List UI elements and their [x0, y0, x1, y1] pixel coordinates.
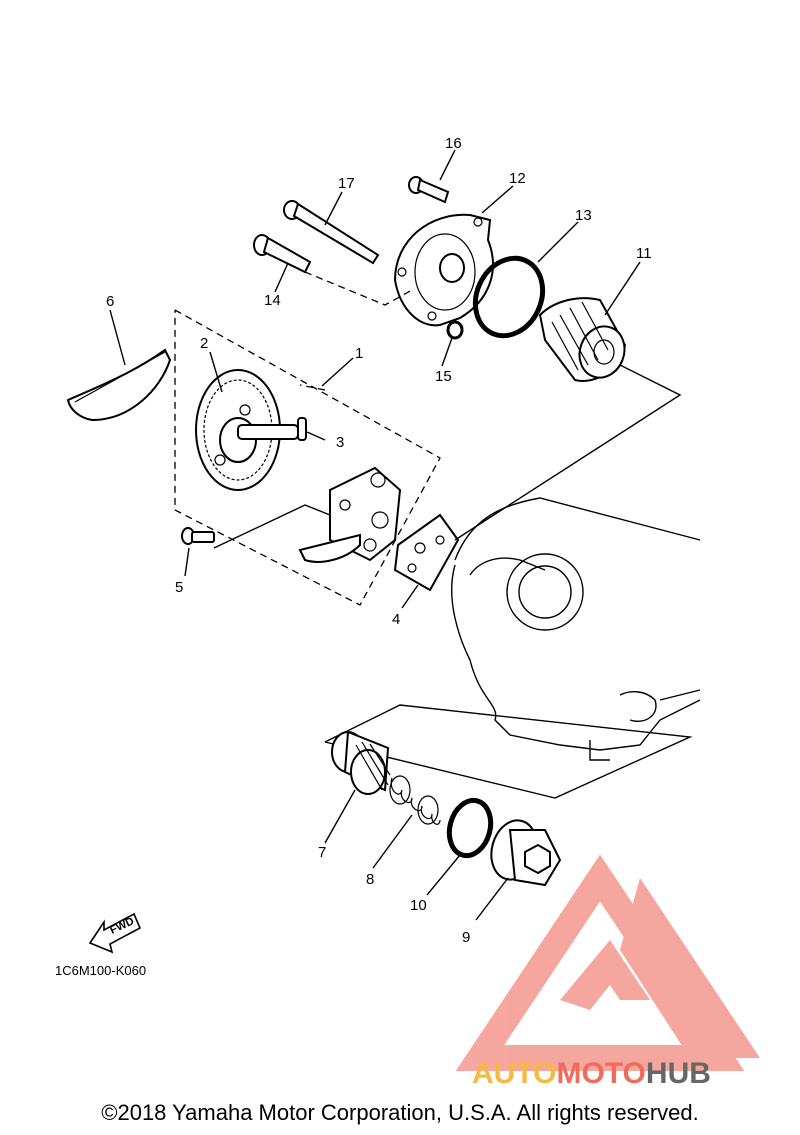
- part-11-oil-filter: [538, 297, 627, 382]
- callout-numbers: 1 2 3 4 5 6 7 8 9 10 11 12 13 14 15 16 1…: [106, 135, 652, 946]
- callout-13: 13: [575, 207, 592, 224]
- part-12-filter-cover: [393, 213, 494, 327]
- callout-11: 11: [636, 245, 652, 262]
- watermark-part-3: HUB: [646, 1057, 711, 1090]
- callout-2: 2: [200, 335, 208, 352]
- part-6-cover: [66, 348, 172, 422]
- watermark-text: AUTOMOTOHUB: [472, 1057, 711, 1090]
- watermark-part-2: MOTO: [556, 1057, 645, 1090]
- callout-15: 15: [435, 368, 452, 385]
- leader-lines: [109, 149, 682, 921]
- part-16-bolt: [408, 176, 450, 204]
- crankcase-outline: [451, 497, 701, 761]
- assembly-bracket: [174, 309, 441, 606]
- part-10-o-ring: [446, 797, 494, 859]
- callout-10: 10: [410, 897, 427, 914]
- part-13-o-ring: [472, 255, 546, 339]
- callout-16: 16: [445, 135, 462, 152]
- part-15-small-o-ring: [446, 320, 464, 340]
- watermark-part-1: AUTO: [472, 1057, 556, 1090]
- bracket-leader-1: [299, 384, 326, 391]
- part-17-long-bolt: [283, 200, 380, 265]
- oil-pump-body: [298, 466, 402, 563]
- part-5-bolt: [181, 527, 215, 545]
- part-9-drain-plug: [490, 819, 562, 887]
- part-2-gear: [195, 369, 299, 491]
- callout-4: 4: [392, 611, 400, 628]
- callout-1: 1: [355, 345, 363, 362]
- callout-6: 6: [106, 293, 114, 310]
- copyright-notice: ©2018 Yamaha Motor Corporation, U.S.A. A…: [101, 1100, 699, 1125]
- part-3-pin: [297, 417, 307, 441]
- diagram-code: 1C6M100-K060: [55, 963, 146, 978]
- part-7-strainer: [331, 730, 391, 795]
- fwd-arrow-icon: FWD: [88, 912, 142, 954]
- part-8-spring: [389, 775, 441, 825]
- watermark-logo-icon: [455, 854, 760, 1071]
- callout-14: 14: [264, 292, 281, 309]
- callout-12: 12: [509, 170, 526, 187]
- callout-5: 5: [175, 579, 183, 596]
- part-4-gasket: [393, 513, 460, 592]
- callout-17: 17: [338, 175, 355, 192]
- callout-9: 9: [462, 929, 470, 946]
- lower-bracket: [324, 704, 693, 799]
- callout-8: 8: [366, 871, 374, 888]
- part-14-bolt: [253, 234, 312, 274]
- callout-7: 7: [318, 844, 326, 861]
- callout-3: 3: [336, 434, 344, 451]
